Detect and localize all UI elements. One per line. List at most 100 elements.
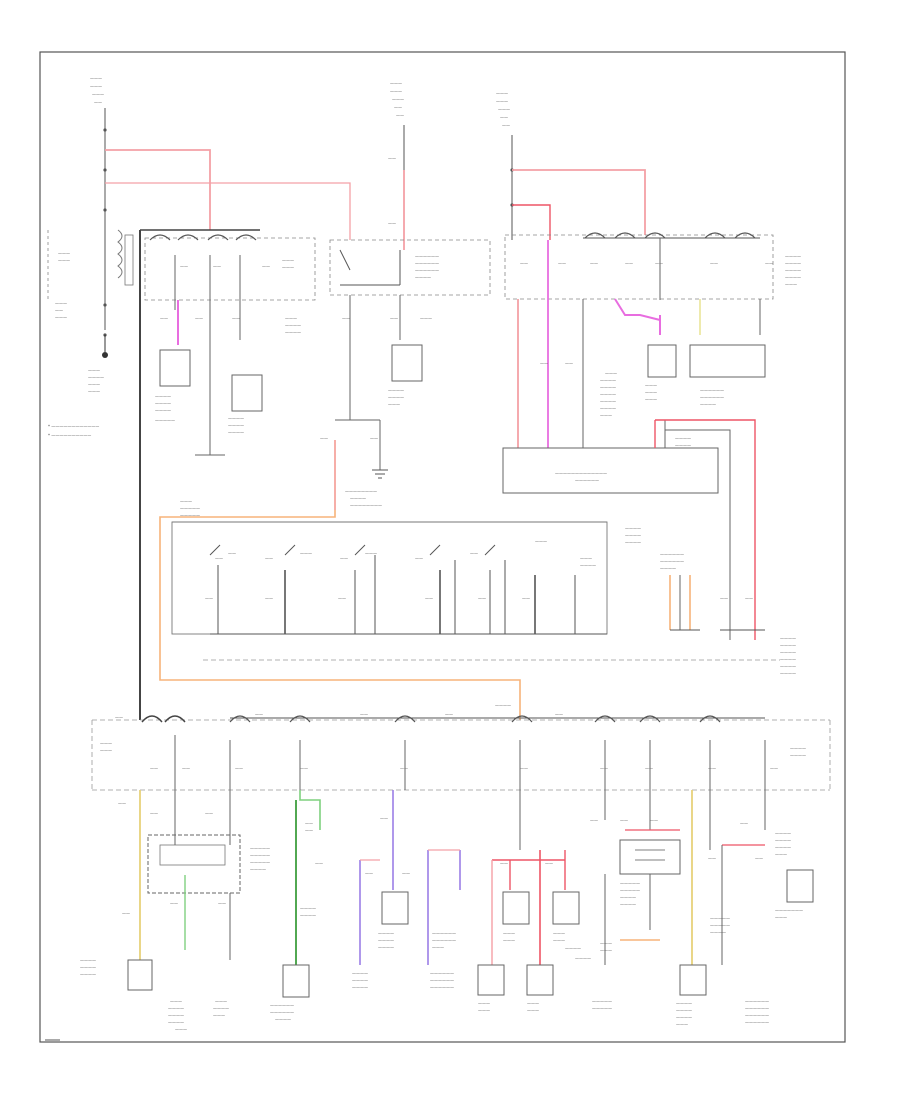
svg-text:————: ———— xyxy=(80,965,96,970)
svg-text:————: ———— xyxy=(600,392,616,397)
svg-text:————: ———— xyxy=(155,394,171,399)
svg-text:——: —— xyxy=(590,818,598,823)
svg-text:————: ———— xyxy=(600,406,616,411)
svg-text:——: —— xyxy=(218,901,226,906)
ground-symbol-left: ——— ———— ——— ——— xyxy=(88,335,108,394)
svg-text:————: ———— xyxy=(785,261,801,266)
svg-text:—————: ————— xyxy=(620,888,640,893)
svg-text:——————: —————— xyxy=(415,261,439,266)
svg-text:———: ——— xyxy=(215,999,227,1004)
svg-text:——: —— xyxy=(555,712,563,717)
svg-text:————: ———— xyxy=(675,443,691,448)
svg-text:——: —— xyxy=(755,856,763,861)
svg-text:—————: ————— xyxy=(620,881,640,886)
svg-text:————: ———— xyxy=(780,671,796,676)
svg-text:———: ——— xyxy=(496,99,508,104)
svg-text:————: ———— xyxy=(352,985,368,990)
svg-text:————: ———— xyxy=(275,1017,291,1022)
svg-text:———: ——— xyxy=(365,551,377,556)
svg-text:——————: —————— xyxy=(432,931,456,936)
svg-text:——: —— xyxy=(122,911,130,916)
svg-text:————: ———— xyxy=(80,958,96,963)
svg-text:————: ———— xyxy=(785,275,801,280)
svg-text:——: —— xyxy=(370,436,378,441)
svg-text:————: ———— xyxy=(785,254,801,259)
svg-text:——: —— xyxy=(708,856,716,861)
svg-text:————: ———— xyxy=(565,946,581,951)
svg-text:———: ——— xyxy=(58,251,70,256)
svg-text:———: ——— xyxy=(503,938,515,943)
svg-text:———: ——— xyxy=(535,539,547,544)
svg-text:——: —— xyxy=(255,712,263,717)
svg-text:———: ——— xyxy=(553,938,565,943)
svg-text:——: —— xyxy=(545,861,553,866)
svg-text:——: —— xyxy=(770,766,778,771)
svg-text:——: —— xyxy=(160,316,168,321)
svg-text:————: ———— xyxy=(415,275,431,280)
svg-text:——: —— xyxy=(400,766,408,771)
svg-text:————: ———— xyxy=(388,395,404,400)
power-wire-right-2 xyxy=(512,204,551,240)
svg-text:———: ——— xyxy=(285,316,297,321)
svg-text:——: —— xyxy=(520,766,528,771)
svg-text:——: —— xyxy=(182,766,190,771)
svg-text:———: ——— xyxy=(600,941,612,946)
svg-text:————: ———— xyxy=(780,643,796,648)
svg-text:——: —— xyxy=(150,766,158,771)
svg-text:——: —— xyxy=(425,596,433,601)
svg-text:————: ———— xyxy=(495,703,511,708)
svg-text:———: ——— xyxy=(553,931,565,936)
svg-text:———: ——— xyxy=(420,316,432,321)
svg-text:———: ——— xyxy=(170,999,182,1004)
svg-text:——: —— xyxy=(235,766,243,771)
svg-text:————: ———— xyxy=(575,956,591,961)
svg-text:——: —— xyxy=(94,100,102,105)
svg-text:——: —— xyxy=(213,264,221,269)
svg-text:———: ——— xyxy=(180,499,192,504)
svg-text:———: ——— xyxy=(478,1001,490,1006)
svg-text:——: —— xyxy=(710,261,718,266)
svg-text:——: —— xyxy=(558,261,566,266)
green-wire-bottom xyxy=(299,790,321,830)
component-bottom-green: —————— —————— ———— ———— ———— xyxy=(270,906,316,1022)
svg-text:———: ——— xyxy=(496,91,508,96)
svg-text:————: ———— xyxy=(660,566,676,571)
connector-right-switch: —————— —————— ———— —— —— ———— ———— ———— … xyxy=(660,552,796,676)
relay-middle: —————— —————— —————— ———— —— —— ——— ————… xyxy=(329,239,491,420)
magenta-wire-r4 xyxy=(614,298,661,321)
power-wire-1 xyxy=(105,149,211,230)
svg-text:——————: —————— xyxy=(745,1006,769,1011)
svg-text:————: ———— xyxy=(676,1001,692,1006)
svg-text:———: ——— xyxy=(92,92,104,97)
svg-text:———: ——— xyxy=(498,107,510,112)
svg-text:—————: ————— xyxy=(155,418,175,423)
diagram-frame xyxy=(39,51,846,1043)
svg-text:————: ———— xyxy=(775,845,791,850)
svg-text:————: ———— xyxy=(300,913,316,918)
svg-text:———: ——— xyxy=(785,282,797,287)
svg-text:——: —— xyxy=(590,261,598,266)
component-right-2: —————— —————— ———— xyxy=(689,344,766,407)
svg-text:——————: —————— xyxy=(432,938,456,943)
svg-text:——: —— xyxy=(620,818,628,823)
svg-text:————: ———— xyxy=(168,1020,184,1025)
svg-text:——: —— xyxy=(625,261,633,266)
svg-text:——: —— xyxy=(315,861,323,866)
svg-text:——: —— xyxy=(502,123,510,128)
svg-text:———: ——— xyxy=(58,258,70,263)
svg-text:———: ——— xyxy=(90,84,102,89)
svg-text:————: ———— xyxy=(790,746,806,751)
component-right-1: ——— ——— ——— xyxy=(645,344,677,402)
svg-text:————: ———— xyxy=(285,323,301,328)
svg-text:——: —— xyxy=(215,556,223,561)
svg-text:———: ——— xyxy=(432,945,444,950)
svg-text:—————: ————— xyxy=(592,999,612,1004)
svg-text:———: ——— xyxy=(645,383,657,388)
svg-text:————: ———— xyxy=(352,971,368,976)
svg-text:————: ———— xyxy=(780,664,796,669)
svg-text:——————: —————— xyxy=(430,978,454,983)
power-source-right: ——— ——— ——— —— —— xyxy=(496,91,514,240)
svg-text:————: ———— xyxy=(676,1008,692,1013)
